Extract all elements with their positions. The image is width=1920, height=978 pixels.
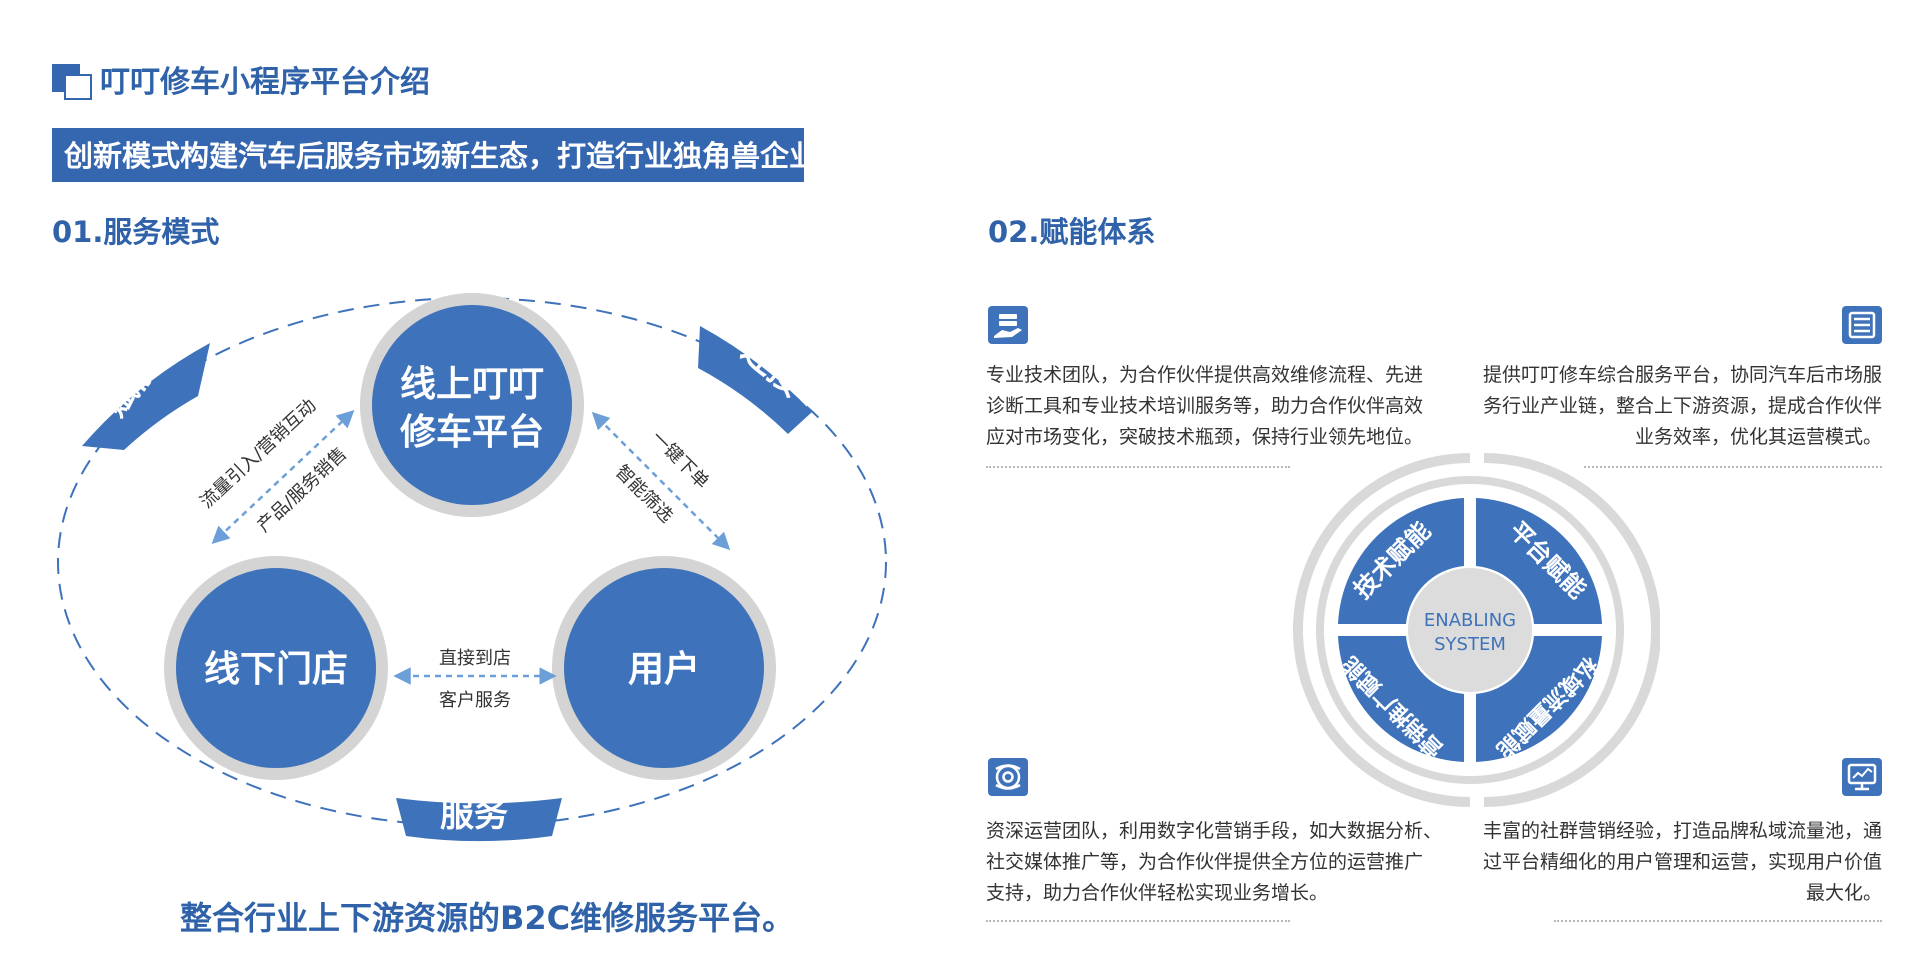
right-arrow bbox=[591, 411, 731, 551]
segment-marketing bbox=[1338, 636, 1464, 762]
right-arrow-label-1: 一键下单 bbox=[647, 427, 713, 493]
desc-top-left: 专业技术团队，为合作伙伴提供高效维修流程、先进 诊断工具和专业技术培训服务等，助… bbox=[986, 360, 1456, 453]
enabling-system-diagram: ENABLING SYSTEM 技术赋能 平台赋能 私域流量赋能 营销推广赋能 bbox=[1293, 453, 1660, 807]
center-circle bbox=[1408, 568, 1532, 692]
banner bbox=[52, 128, 804, 182]
service-model-heading: 01.服务模式 bbox=[52, 215, 220, 249]
desc-bottom-left-line-2: 社交媒体推广等，为合作伙伴提供全方位的运营推广 bbox=[986, 851, 1424, 873]
service-model-diagram: 赋能 连接 服务 线上叮叮 修车平台 线下门店 用户 流量引入/营销互动 产品/… bbox=[57, 293, 887, 842]
desc-bottom-right: 丰富的社群营销经验，打造品牌私域流量池，通 过平台精细化的用户管理和运营，实现用… bbox=[1420, 816, 1882, 909]
segment-platform bbox=[1476, 498, 1602, 624]
segment-private bbox=[1476, 636, 1602, 762]
banner-text: 创新模式构建汽车后服务市场新生态，打造行业独角兽企业！ bbox=[64, 139, 848, 173]
page-title: 叮叮修车小程序平台介绍 bbox=[100, 65, 430, 100]
online-platform-label-2: 修车平台 bbox=[400, 412, 544, 453]
connect-arc-band bbox=[698, 326, 812, 434]
empower-arc-band bbox=[82, 343, 210, 450]
desc-top-right: 提供叮叮修车综合服务平台，协同汽车后市场服 务行业产业链，整合上下游资源，提成合… bbox=[1420, 360, 1882, 453]
online-platform-node bbox=[372, 305, 572, 505]
outer-ring-arc-left bbox=[1293, 453, 1471, 807]
divider-bottom-right bbox=[1554, 920, 1882, 922]
desc-bottom-left-line-1: 资深运营团队，利用数字化营销手段，如大数据分析、 bbox=[986, 820, 1443, 842]
divider-top-right bbox=[1584, 466, 1882, 468]
desc-top-left-line-3: 应对市场变化，突破技术瓶颈，保持行业领先地位。 bbox=[986, 426, 1424, 448]
enabling-system-heading: 02.赋能体系 bbox=[988, 215, 1156, 249]
offline-store-label: 线下门店 bbox=[204, 649, 348, 690]
monitor-chart-icon bbox=[1842, 758, 1882, 796]
desc-bottom-right-line-2: 过平台精细化的用户管理和运营，实现用户价值 bbox=[1482, 851, 1882, 873]
center-label-1: ENABLING bbox=[1424, 610, 1516, 631]
center-label-2: SYSTEM bbox=[1434, 634, 1506, 655]
service-model-tagline: 整合行业上下游资源的B2C维修服务平台。 bbox=[180, 899, 795, 937]
service-arc-label: 服务 bbox=[440, 795, 508, 835]
right-arrow-label-2: 智能筛选 bbox=[611, 461, 677, 527]
segment-tech bbox=[1338, 498, 1464, 624]
outer-ring-arc-right bbox=[1483, 453, 1660, 807]
desc-bottom-left: 资深运营团队，利用数字化营销手段，如大数据分析、 社交媒体推广等，为合作伙伴提供… bbox=[986, 816, 1456, 909]
desc-bottom-left-line-3: 支持，助力合作伙伴轻松实现业务增长。 bbox=[986, 882, 1329, 904]
bottom-arrow-label-2: 客户服务 bbox=[439, 690, 511, 711]
desc-bottom-right-line-1: 丰富的社群营销经验，打造品牌私域流量池，通 bbox=[1482, 820, 1882, 842]
service-arc-band bbox=[396, 798, 562, 842]
outer-ring-inner bbox=[1316, 476, 1624, 784]
left-arrow bbox=[211, 410, 355, 544]
desc-top-left-line-1: 专业技术团队，为合作伙伴提供高效维修流程、先进 bbox=[986, 364, 1424, 386]
offline-store-node bbox=[176, 568, 376, 768]
desc-top-right-line-1: 提供叮叮修车综合服务平台，协同汽车后市场服 bbox=[1482, 364, 1882, 386]
user-node bbox=[564, 568, 764, 768]
desc-top-left-line-2: 诊断工具和专业技术培训服务等，助力合作伙伴高效 bbox=[986, 395, 1424, 417]
operation-gear-icon bbox=[988, 758, 1028, 796]
bottom-arrow-label-1: 直接到店 bbox=[439, 648, 511, 669]
user-node-label: 用户 bbox=[628, 649, 700, 690]
online-platform-label-1: 线上叮叮 bbox=[400, 364, 544, 405]
desc-bottom-right-line-3: 最大化。 bbox=[1805, 882, 1882, 904]
desc-top-right-line-2: 务行业产业链，整合上下游资源，提成合作伙伴 bbox=[1482, 395, 1882, 417]
divider-bottom-left bbox=[986, 920, 1290, 922]
platform-list-icon bbox=[1842, 306, 1882, 344]
tech-service-icon bbox=[988, 306, 1028, 344]
divider-top-left bbox=[986, 466, 1290, 468]
logo-icon bbox=[52, 64, 92, 100]
desc-top-right-line-3: 业务效率，优化其运营模式。 bbox=[1634, 426, 1882, 448]
